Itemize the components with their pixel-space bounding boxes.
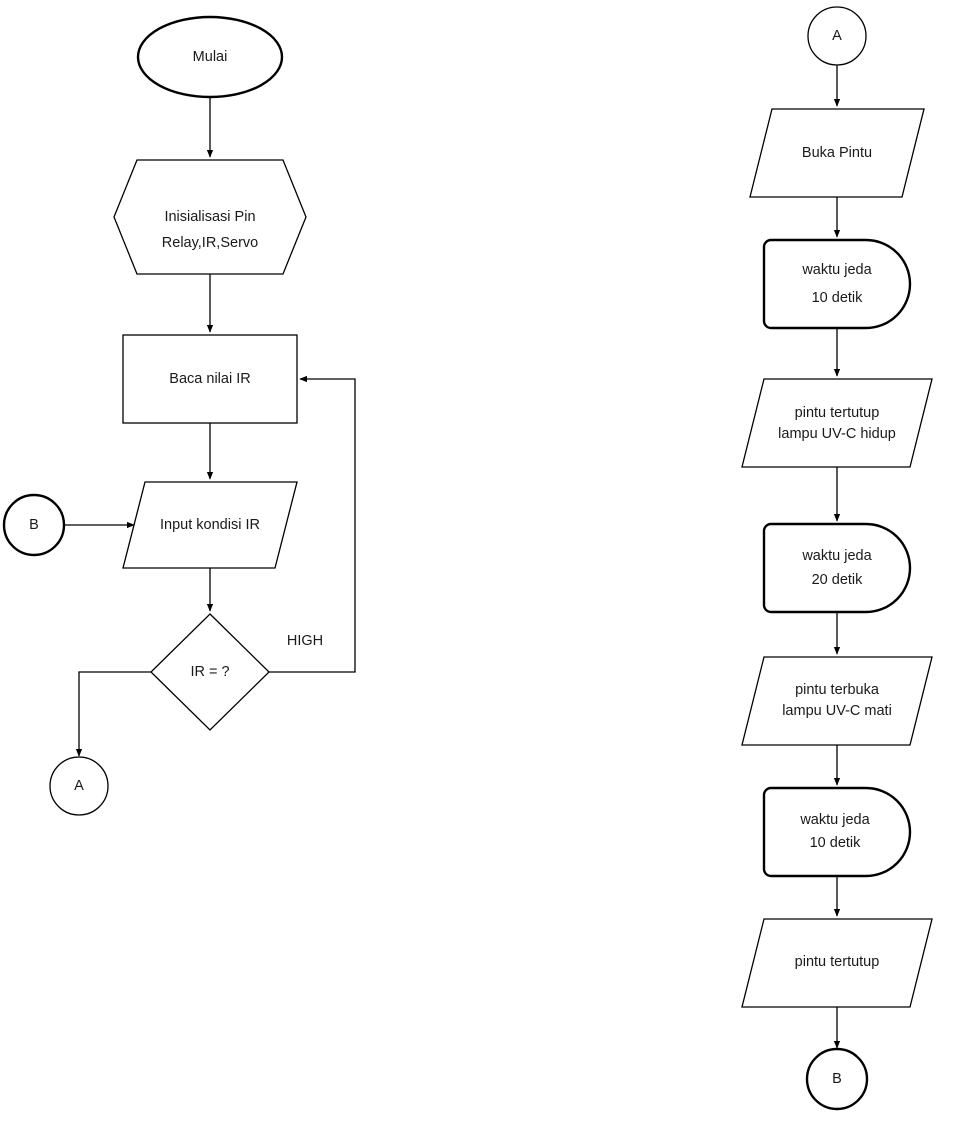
delay2-label-line2: 20 detik bbox=[812, 572, 864, 588]
closed-uv-on-label-line1: pintu tertutup bbox=[795, 405, 880, 421]
ir-decision-label: IR = ? bbox=[190, 664, 229, 680]
read-ir-label: Baca nilai IR bbox=[169, 371, 250, 387]
open-door-label: Buka Pintu bbox=[802, 145, 872, 161]
open-uv-off-label-line2: lampu UV-C mati bbox=[782, 703, 892, 719]
delay3-label-line1: waktu jeda bbox=[799, 812, 870, 828]
closed-uv-on-io bbox=[741, 378, 933, 468]
start-label: Mulai bbox=[193, 49, 228, 65]
connector-a-left bbox=[49, 756, 109, 816]
open-uv-off-io bbox=[741, 656, 933, 746]
init-label-line1: Inisialisasi Pin bbox=[164, 209, 255, 225]
open-door-io bbox=[749, 108, 925, 198]
input-ir-label: Input kondisi IR bbox=[160, 517, 260, 533]
delay1-label-line2: 10 detik bbox=[812, 290, 864, 306]
closed-final-label: pintu tertutup bbox=[795, 954, 880, 970]
ir-decision bbox=[150, 613, 270, 731]
closed-uv-on-label-line2: lampu UV-C hidup bbox=[778, 426, 896, 442]
input-ir-io bbox=[122, 481, 298, 569]
read-ir-process bbox=[122, 334, 298, 424]
edge-high-loop bbox=[269, 375, 356, 673]
connector-b-left-label: B bbox=[29, 517, 39, 533]
init-preparation bbox=[113, 159, 307, 275]
edge-decision-to-a bbox=[75, 671, 151, 757]
delay3-label-line2: 10 detik bbox=[810, 835, 862, 851]
connector-b-right-label: B bbox=[832, 1071, 842, 1087]
delay-10s-first bbox=[762, 238, 912, 330]
connector-b-right bbox=[805, 1047, 869, 1111]
connector-a-left-label: A bbox=[74, 778, 84, 794]
init-label-line2: Relay,IR,Servo bbox=[162, 235, 258, 251]
closed-final-io bbox=[741, 918, 933, 1008]
delay1-label-line1: waktu jeda bbox=[801, 262, 872, 278]
delay-10s-second bbox=[762, 786, 912, 878]
open-uv-off-label-line1: pintu terbuka bbox=[795, 682, 880, 698]
delay2-label-line1: waktu jeda bbox=[801, 548, 872, 564]
high-edge-label: HIGH bbox=[287, 633, 323, 649]
delay-20s bbox=[762, 522, 912, 614]
connector-a-right-label: A bbox=[832, 28, 842, 44]
